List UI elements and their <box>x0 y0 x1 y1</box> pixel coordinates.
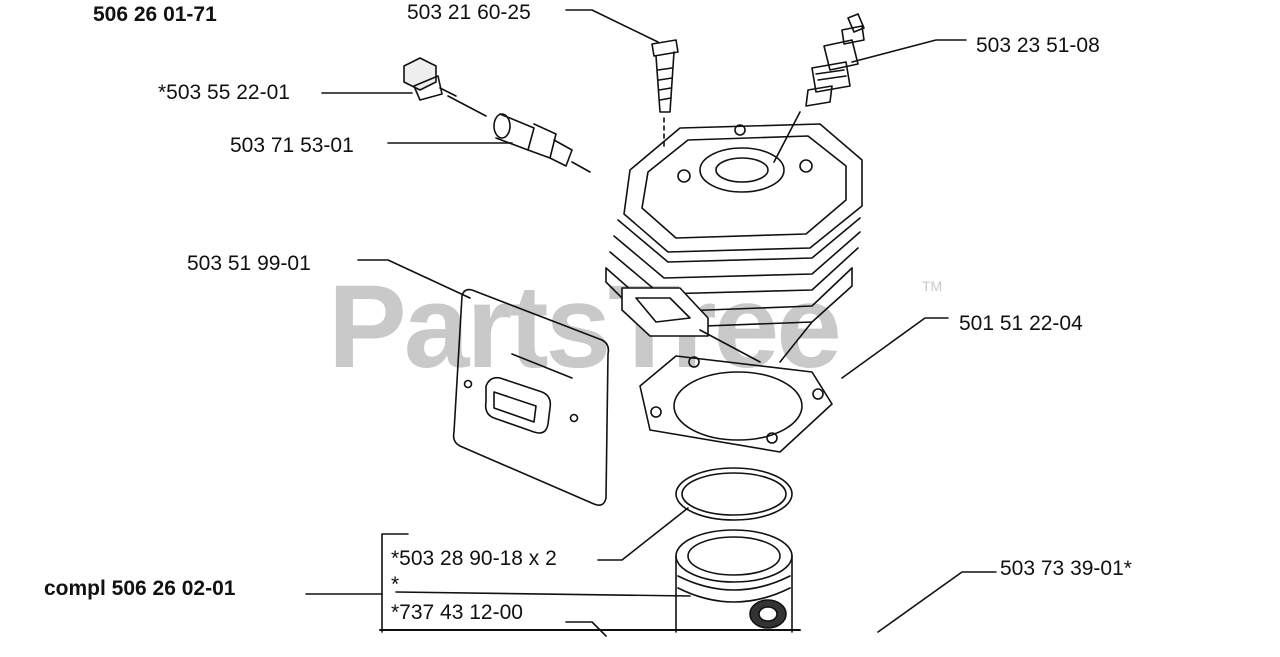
assembly-number: 506 26 01-71 <box>93 3 217 26</box>
piston-drawing <box>675 529 793 633</box>
part-label-valve-adapter[interactable]: 503 71 53-01 <box>230 134 354 157</box>
leader-piston <box>877 571 997 633</box>
leader-muffler-gasket <box>357 259 471 299</box>
leader-piston-note <box>395 591 691 597</box>
leader-spark-plug <box>851 39 967 63</box>
muffler-gasket-drawing <box>452 288 610 506</box>
kit-bracket <box>381 533 409 633</box>
leader-screw <box>565 9 659 43</box>
part-label-spark-plug[interactable]: 503 23 51-08 <box>976 34 1100 57</box>
leader-valve-axis <box>447 95 487 117</box>
spark-plug-drawing <box>805 13 865 107</box>
leader-cylinder-gasket <box>841 317 949 379</box>
leader-piston-ring <box>597 507 689 561</box>
watermark-trademark: TM <box>922 278 943 294</box>
screw-drawing <box>651 39 679 151</box>
cylinder-gasket-drawing <box>639 355 833 453</box>
piston-ring-drawing <box>675 467 793 521</box>
leader-piston-pin <box>565 621 607 637</box>
decompression-valve-drawing <box>403 57 457 101</box>
part-label-piston[interactable]: 503 73 39-01* <box>1000 557 1132 580</box>
part-label-piston-pin[interactable]: *737 43 12-00 <box>391 601 523 624</box>
part-label-muffler-gasket[interactable]: 503 51 99-01 <box>187 252 311 275</box>
part-label-ring-note: * <box>391 573 400 596</box>
part-label-screw[interactable]: 503 21 60-25 <box>407 1 531 24</box>
part-label-cylinder-gasket[interactable]: 501 51 22-04 <box>959 312 1083 335</box>
part-label-piston-ring[interactable]: *503 28 90-18 x 2 <box>391 547 557 570</box>
leader-valve-axis-2 <box>571 161 591 173</box>
cylinder-drawing <box>605 123 863 363</box>
kit-label[interactable]: compl 506 26 02-01 <box>44 577 236 600</box>
watermark: PartsTree <box>328 261 842 393</box>
valve-adapter-drawing <box>493 113 573 167</box>
part-label-decompression-valve[interactable]: *503 55 22-01 <box>158 81 290 104</box>
